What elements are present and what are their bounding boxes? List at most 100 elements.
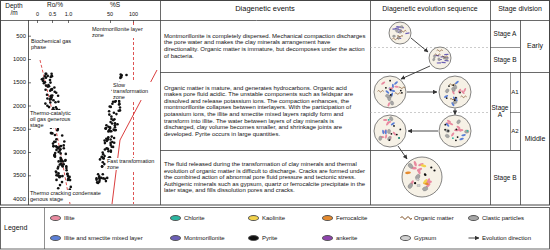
data-point <box>58 146 61 149</box>
data-point <box>102 153 105 156</box>
clay-grain <box>422 178 428 184</box>
mineral-dot <box>391 133 393 135</box>
data-point <box>110 115 113 118</box>
data-point <box>59 148 62 151</box>
data-point <box>45 72 48 75</box>
legend-swatch <box>468 215 479 221</box>
legend-text: Gypsum <box>414 235 436 242</box>
clay-grain <box>451 132 455 137</box>
legend-symbol <box>400 214 412 222</box>
data-point <box>53 86 56 89</box>
legend-text: Illite and smectite mixed layer <box>64 235 143 242</box>
column-rule <box>510 72 511 150</box>
node-text: Organic matter is mature, and generates … <box>164 85 366 138</box>
data-point <box>113 137 116 140</box>
evolution-arrow <box>401 66 430 79</box>
column-rule <box>160 0 161 205</box>
data-point <box>97 173 100 176</box>
mineral-dot <box>398 137 400 139</box>
trend-line <box>40 60 70 204</box>
evolution-arrow <box>455 109 456 115</box>
data-point <box>101 165 104 168</box>
data-point <box>61 181 64 184</box>
clay-grain <box>456 125 461 129</box>
data-point <box>102 157 105 160</box>
clastic-grain <box>415 173 421 180</box>
data-point <box>105 180 108 183</box>
legend-swatch <box>170 235 181 241</box>
data-point <box>110 151 113 154</box>
legend-text: Ferrocalcite <box>336 215 367 222</box>
data-point <box>50 88 53 91</box>
clay-grain <box>413 161 418 167</box>
data-point <box>62 144 65 147</box>
data-point <box>97 182 100 185</box>
data-point <box>107 139 110 142</box>
header-rule <box>0 20 550 21</box>
node-text: Stage B <box>493 56 516 63</box>
substage-cell: A1 <box>510 72 520 112</box>
organic-grain <box>392 38 398 40</box>
data-point <box>107 150 110 153</box>
clay-grain <box>461 134 466 137</box>
evolution-arrow <box>398 146 407 159</box>
micro-section <box>429 47 451 69</box>
mineral-dot <box>430 166 432 168</box>
data-point <box>102 161 105 164</box>
zone-note: Slow transformation zone <box>112 82 158 100</box>
data-point <box>113 118 116 121</box>
legend-text: ankerite <box>336 235 357 242</box>
mineral-dot <box>448 85 450 87</box>
depth-label: 2000 <box>0 103 26 109</box>
clastic-grain <box>445 88 450 93</box>
montmorillonite-grain <box>441 62 445 63</box>
organic-grain <box>437 50 443 52</box>
zone-boundary <box>112 70 157 204</box>
mineral-dot <box>396 134 398 136</box>
clastic-grain <box>407 182 413 189</box>
data-point <box>57 95 60 98</box>
data-point <box>102 157 105 160</box>
grain-set <box>378 25 469 192</box>
clastic-grain <box>400 25 404 28</box>
data-point <box>55 138 58 141</box>
data-point <box>55 106 58 109</box>
organic-grain <box>435 54 441 56</box>
mineral-dot <box>414 182 416 184</box>
montmorillonite-grain <box>405 32 409 34</box>
data-point <box>117 109 120 112</box>
data-point <box>64 159 67 162</box>
mineral-dot <box>452 137 454 139</box>
data-point <box>104 128 107 131</box>
legend-text: Kaolinite <box>262 215 285 222</box>
period-cell: Early <box>520 20 550 72</box>
data-point <box>61 165 64 168</box>
clay-grain <box>392 131 397 136</box>
data-point <box>56 146 59 149</box>
organic-grain <box>442 56 448 58</box>
data-point <box>61 134 64 137</box>
legend-swatch <box>322 215 333 221</box>
data-point <box>55 174 58 177</box>
mineral-dot <box>393 125 395 127</box>
data-point <box>51 89 54 92</box>
organic-grain <box>395 93 401 95</box>
column-header: Diagenetic events <box>160 5 370 13</box>
data-point <box>59 152 62 155</box>
column-header: Diagenetic evolution sequence <box>370 5 490 13</box>
zone-note: Fast transformation zone <box>106 158 156 170</box>
gypsum-grain <box>417 184 420 186</box>
event-cell: Organic matter is mature, and generates … <box>160 72 370 150</box>
clay-grain <box>417 168 422 174</box>
legend-swatch <box>322 235 333 241</box>
mineral-dot <box>398 137 400 139</box>
data-point <box>110 118 113 121</box>
data-point <box>55 179 58 182</box>
data-point <box>110 130 113 133</box>
data-point <box>50 132 53 135</box>
data-point <box>49 98 52 101</box>
legend-swatch <box>50 235 61 241</box>
data-point <box>48 106 51 109</box>
data-point <box>120 74 123 77</box>
data-point <box>106 177 109 180</box>
